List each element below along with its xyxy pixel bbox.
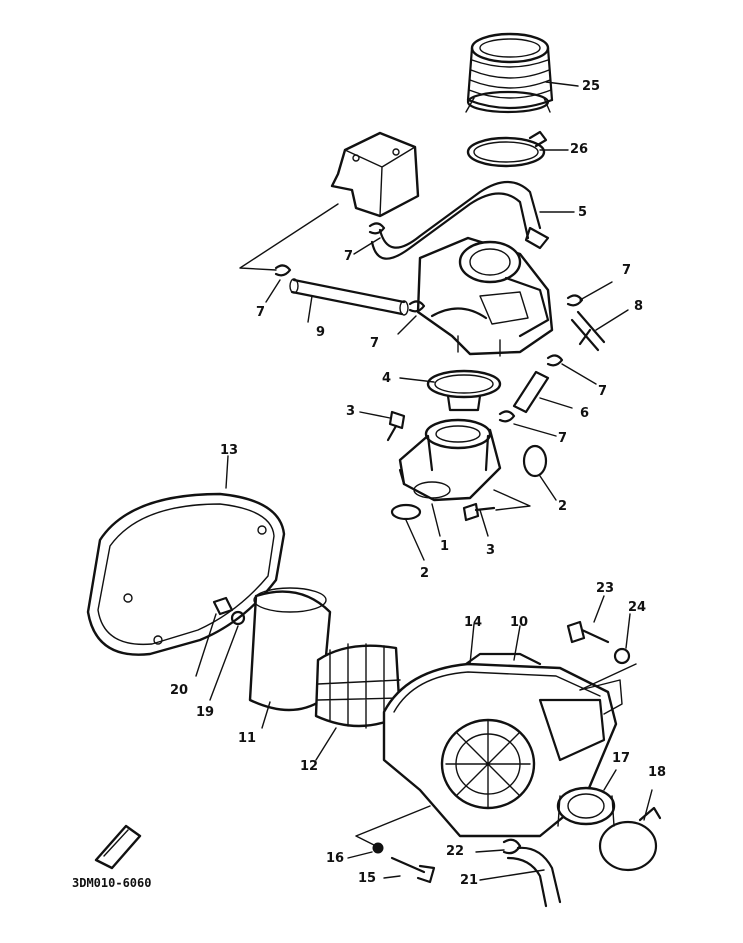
carburetor — [416, 236, 554, 357]
callout-label: 6 — [580, 406, 590, 421]
callout-label: 23 — [596, 581, 615, 596]
callout-label: 26 — [570, 142, 589, 157]
part-8-joint — [570, 310, 606, 352]
callout-label: 10 — [510, 615, 529, 630]
callout-label: 15 — [358, 871, 377, 886]
callout-label: 20 — [170, 683, 189, 698]
figure-code: 3DM010-6060 — [72, 876, 152, 890]
callout-label: 2 — [420, 566, 430, 581]
callout-label: 8 — [634, 299, 644, 314]
callout-label: 22 — [446, 844, 465, 859]
part-18-screw — [638, 806, 662, 822]
callout-label: 7 — [370, 336, 380, 351]
callout-label: 7 — [256, 305, 266, 320]
callout-label: 24 — [628, 600, 647, 615]
part-3-bolts — [386, 410, 496, 522]
callout-label: 14 — [464, 615, 483, 630]
part-7-clips — [274, 222, 584, 423]
callout-label: 18 — [648, 765, 667, 780]
part-2-oring-left — [390, 503, 422, 521]
part-2-oring-right — [522, 444, 548, 478]
part-20-screw — [212, 596, 234, 616]
part-26-clamp — [466, 130, 548, 168]
callout-label: 17 — [612, 751, 631, 766]
callout-label: 11 — [238, 731, 257, 746]
part-6-hose — [512, 370, 550, 414]
part-13-cover — [86, 492, 286, 656]
callout-label: 25 — [582, 79, 601, 94]
leader-lines — [195, 81, 653, 881]
callout-label: 4 — [382, 371, 392, 386]
callout-label: 12 — [300, 759, 319, 774]
part-5-hose — [378, 180, 542, 249]
callout-label: 9 — [316, 325, 326, 340]
callout-label: 3 — [486, 543, 496, 558]
callout-label: 16 — [326, 851, 345, 866]
part-14-10-case — [382, 652, 623, 838]
part-19-washer — [230, 610, 246, 626]
part-15-bolt — [390, 856, 436, 884]
callout-label: 7 — [622, 263, 632, 278]
part-25-boot — [465, 32, 554, 114]
callout-label: 1 — [440, 539, 450, 554]
part-4-clamp — [426, 369, 502, 412]
callout-label: 7 — [598, 384, 608, 399]
part-9-hose — [289, 278, 409, 316]
callout-label: 21 — [460, 873, 479, 888]
part-23-bolt — [566, 620, 610, 644]
callout-label: 5 — [578, 205, 588, 220]
part-18-clamp — [598, 820, 658, 872]
part-22-clip — [502, 838, 522, 855]
canister — [330, 131, 420, 218]
part-5-hose-end — [524, 226, 550, 250]
part-1-joint — [398, 418, 502, 502]
callout-label: 2 — [558, 499, 568, 514]
part-21-hose — [506, 846, 562, 908]
callout-label: 7 — [344, 249, 354, 264]
part-17-joint — [556, 786, 616, 827]
callout-label: 13 — [220, 443, 239, 458]
part-5-hose-edge — [370, 192, 530, 260]
callout-label: 3 — [346, 404, 356, 419]
callout-label: 7 — [558, 431, 568, 446]
callout-label: 19 — [196, 705, 215, 720]
part-24-washer — [613, 647, 631, 665]
front-direction-arrow-icon — [94, 824, 142, 870]
